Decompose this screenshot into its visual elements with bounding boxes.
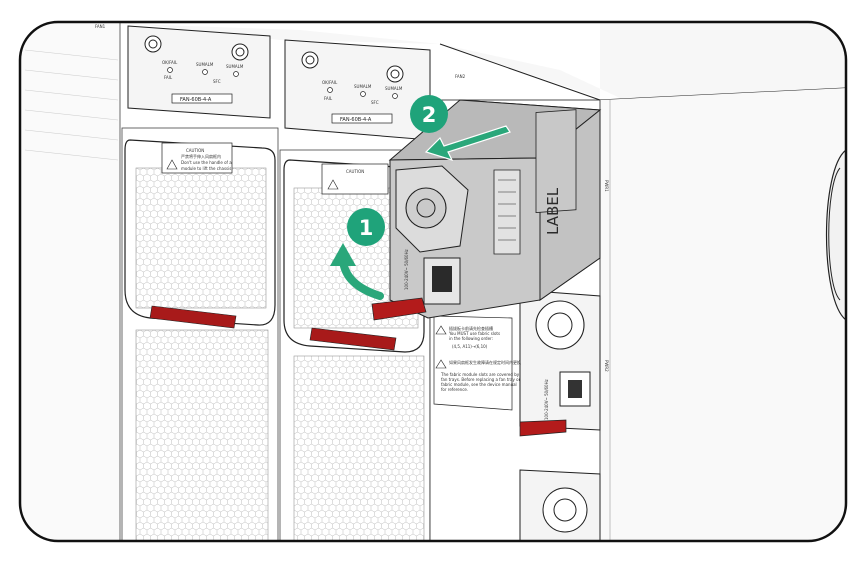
step-1-badge: 1: [347, 208, 385, 246]
led-label: FAIL: [164, 75, 173, 80]
psu-rating: 100-240V~ 50/60Hz: [544, 379, 549, 420]
slot-label: PWR1: [604, 180, 609, 192]
fan-tray-right: OK/FAIL FAIL SUMALM SUMALM SFC FAN-60B-4…: [284, 39, 466, 141]
warning-text-en: You MUST use fabric slots: [448, 331, 500, 336]
warning-text-en: fabric module, see the device manual: [441, 382, 517, 387]
fan-model-label: FAN-60B-4-A: [340, 117, 372, 123]
fan-handle-bar: [309, 327, 397, 351]
captive-screw-icon: [144, 35, 162, 53]
fan-grille: [135, 329, 269, 541]
warning-triangle-icon: [327, 179, 339, 190]
diagram-frame: [18, 20, 848, 543]
installed-psu: 100-240V~ 50/60Hz: [519, 289, 601, 437]
led-label: SUMALM: [385, 86, 403, 91]
power-inlet-icon: [423, 257, 461, 305]
step-circle: [347, 208, 385, 246]
psu-latch: [519, 419, 567, 437]
status-led: [167, 67, 173, 73]
led-label: OK/FAIL: [162, 60, 178, 65]
warning-triangle-icon: [435, 359, 447, 369]
captive-screw-icon: [386, 65, 404, 83]
psu-label-plate: [535, 109, 577, 213]
caution-text-cn: 严禁将手伸入风扇框内: [181, 153, 221, 159]
vent-slats: [493, 169, 521, 255]
captive-screw-icon: [301, 51, 319, 69]
captive-screw-icon: [231, 43, 249, 61]
slot-label: FAN2: [455, 74, 466, 79]
warning-triangle-icon: [435, 325, 447, 335]
warning-text-cn: 插拔板卡前请先检查插槽: [449, 325, 493, 331]
warning-text-en: in the following order:: [449, 336, 493, 341]
led-label: SUMALM: [354, 84, 372, 89]
warning-triangle-icon: [166, 159, 178, 170]
caution-title: CAUTION: [346, 169, 364, 174]
slot-label: FAN1: [95, 24, 106, 29]
warning-text-en: The fabric module slots are covered by: [440, 372, 520, 377]
status-led: [233, 71, 239, 77]
led-label: SFC: [371, 100, 379, 105]
psu-latch: [371, 297, 427, 321]
status-led: [202, 69, 208, 75]
warning-sequence: (4,5, A11)→(6,10): [452, 344, 488, 349]
fan-handle-bar: [149, 305, 237, 329]
fan-tray-left-front: CAUTION 严禁将手伸入风扇框内 Don't use the handle …: [121, 127, 279, 541]
led-label: OK/FAIL: [322, 80, 338, 85]
warning-text-en: for reference.: [441, 387, 468, 392]
caution-title: CAUTION: [186, 148, 204, 153]
fan-model-label: FAN-60B-4-A: [180, 97, 212, 103]
warning-label: 插拔板卡前请先检查插槽 You MUST use fabric slots in…: [433, 315, 521, 411]
led-label: SUMALM: [196, 62, 214, 67]
step-circle: [410, 95, 448, 133]
status-led: [327, 87, 333, 93]
status-led: [392, 93, 398, 99]
slot-label: PWR2: [604, 360, 609, 372]
caution-text-en: module to lift the chassis: [181, 166, 231, 171]
caution-text-en: Don't use the handle of a: [181, 160, 232, 165]
step-number: 1: [359, 216, 374, 240]
psu-rating: 100-240V~ 50/60Hz: [404, 249, 409, 290]
step-2-badge: 2: [410, 95, 448, 133]
step-number: 2: [422, 103, 437, 127]
fan-tray-left: OK/FAIL FAIL SUMALM SUMALM SFC FAN-60B-4…: [95, 24, 271, 119]
warning-text-en: fan trays. Before replacing a fan tray o…: [441, 377, 521, 382]
led-label: SUMALM: [226, 64, 244, 69]
led-label: FAIL: [324, 96, 333, 101]
curved-arrow-head: [330, 243, 356, 266]
status-led: [360, 91, 366, 97]
psu-label: LABEL: [544, 187, 562, 235]
warning-text-cn: 如果风扇框发生故障请在规定时间内更换: [449, 359, 521, 365]
led-label: SFC: [213, 79, 221, 84]
fan-grille: [293, 355, 425, 541]
straight-arrow-icon: [424, 125, 511, 161]
fan-grille: [135, 167, 267, 309]
